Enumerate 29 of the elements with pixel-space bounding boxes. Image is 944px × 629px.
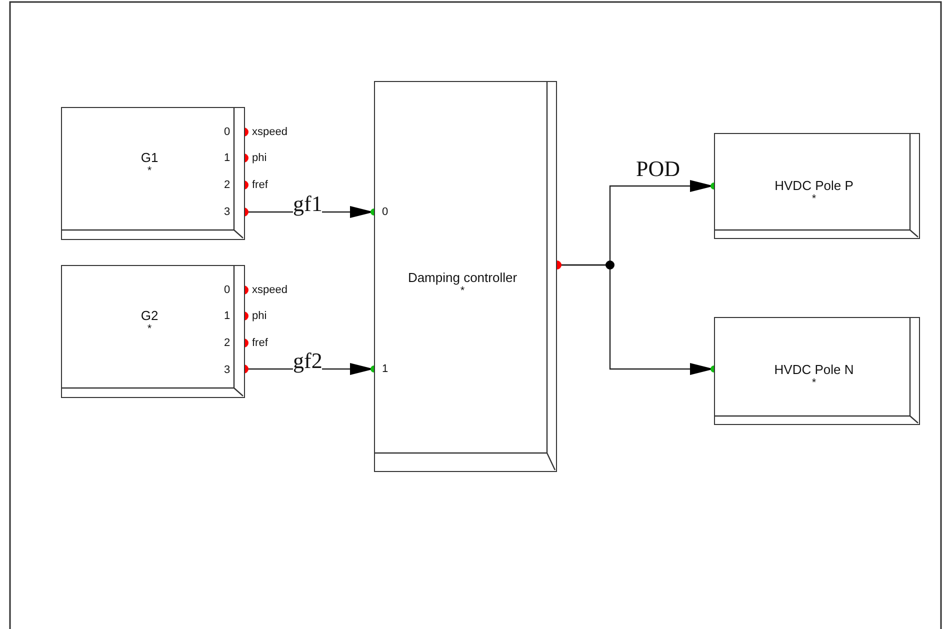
block-title: G1 [140,150,160,165]
port-name: fref [252,179,268,191]
port-name: 0 [382,206,388,218]
block [61,265,245,398]
port-number: 0 [224,284,230,296]
block [714,317,920,425]
block-marker: * [810,194,818,204]
block [714,133,920,239]
block-title: G2 [140,308,160,323]
block [374,81,557,472]
block-marker: * [810,378,818,388]
port-name: fref [252,337,268,349]
port-number: 1 [224,152,230,164]
block-title: HVDC Pole N [773,362,855,377]
block-marker: * [146,166,153,176]
edge-label: gf2 [293,350,322,372]
port-name: 1 [382,363,388,375]
port-number: 3 [224,364,230,376]
edge-label: gf1 [293,193,322,215]
port-number: 3 [224,206,230,218]
block-title: HVDC Pole P [774,178,854,193]
block-marker: * [146,324,153,334]
block-marker: * [459,286,466,296]
block-title: Damping controller [406,270,518,285]
port-number: 1 [224,310,230,322]
port-number: 2 [224,179,230,191]
port-number: 0 [224,126,230,138]
port-number: 2 [224,337,230,349]
block [61,107,245,240]
